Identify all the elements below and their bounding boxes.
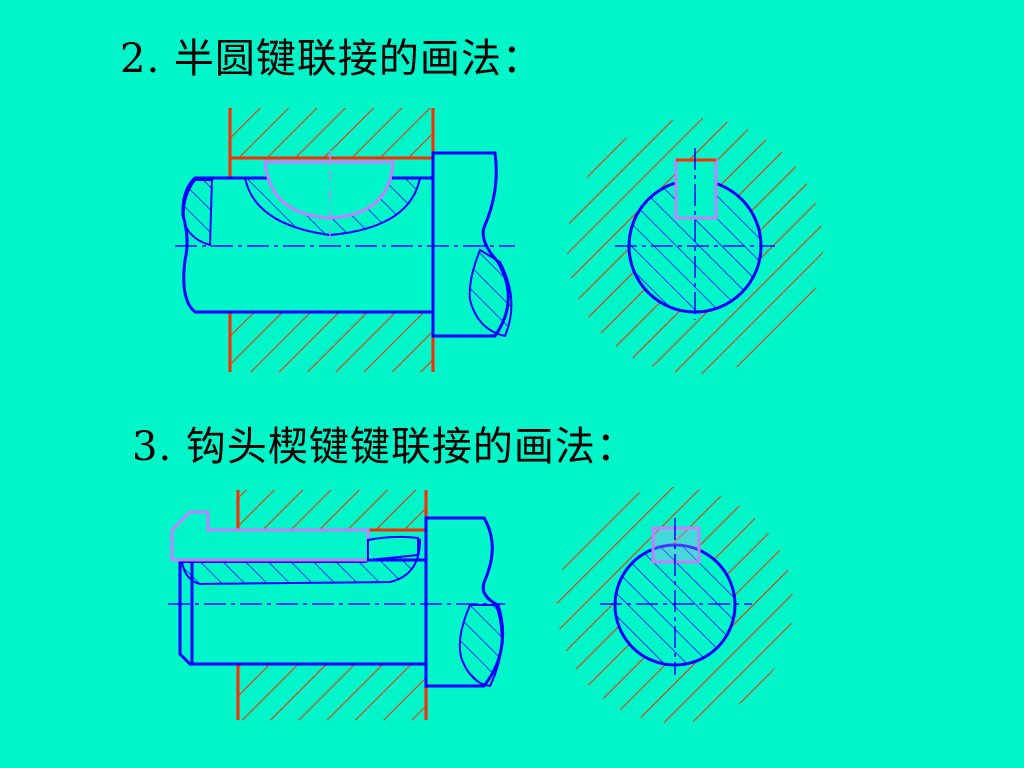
shaft-break-hatch-left [182,179,214,247]
hub-hatch-top [230,108,433,158]
woodruff-key-longitudinal-section [175,108,515,372]
shoulder-break-hatch [468,248,513,338]
woodruff-key-cross-section [567,118,823,374]
hub-hatch-bottom [238,664,426,720]
gib-head-key-cross-section [557,487,793,723]
gib-key-section [651,526,701,564]
hub-hatch-top [238,490,426,530]
gib-head-key [170,510,370,562]
section-3-title: 3. 钩头楔键键联接的画法： [132,424,637,470]
hub-hatch-bottom [230,312,433,372]
gib-head-key-longitudinal-section [168,490,505,720]
key-taper-gap [367,535,419,562]
woodruff-key-section [674,158,718,220]
shoulder-break-hatch [458,604,503,688]
section-2-title: 2. 半圆键联接的画法： [120,36,543,82]
